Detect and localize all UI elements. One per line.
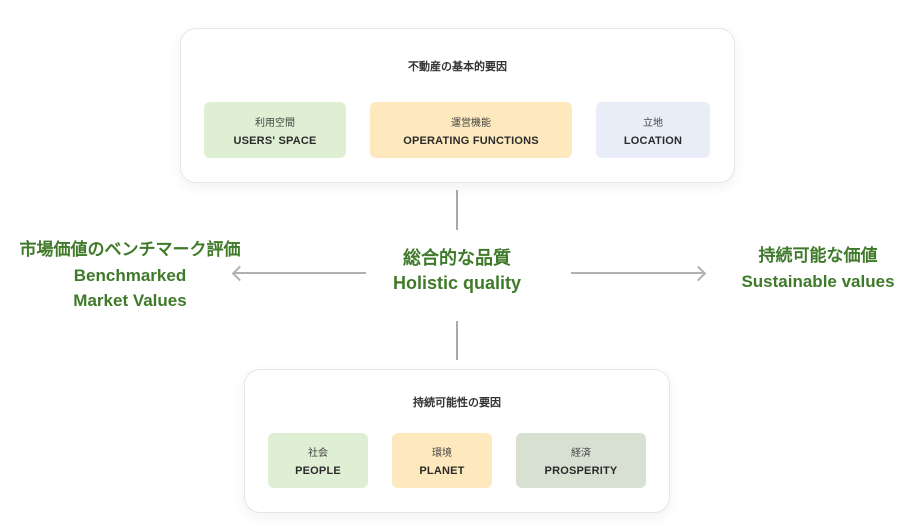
- users-space-en-label: USERS' SPACE: [233, 134, 317, 147]
- right-arrow-head-icon: [690, 265, 707, 282]
- users-space-jp-label: 利用空間: [255, 117, 295, 129]
- sustainable-values-jp: 持続可能な価値: [758, 246, 878, 266]
- bottom-connector-line: [456, 321, 458, 360]
- right-arrow-line: [571, 272, 703, 274]
- holistic-quality-en: Holistic quality: [392, 273, 522, 293]
- planet-chip: 環境 PLANET: [392, 433, 492, 488]
- sustainability-factors-title: 持続可能性の要因: [413, 396, 501, 409]
- operating-functions-jp-label: 運営機能: [451, 117, 491, 129]
- holistic-quality-label: 総合的な品質 Holistic quality: [370, 246, 544, 296]
- benchmarked-en-line2: Market Values: [73, 291, 187, 310]
- planet-en-label: PLANET: [419, 465, 465, 477]
- left-arrow-line: [234, 272, 366, 274]
- prosperity-chip: 経済 PROSPERITY: [516, 433, 646, 488]
- planet-jp-label: 環境: [432, 448, 452, 459]
- sustainable-values-label: 持続可能な価値 Sustainable values: [722, 244, 914, 294]
- sustainability-factors-panel: 持続可能性の要因 社会 PEOPLE 環境 PLANET 経済 PROSPERI…: [244, 369, 670, 513]
- operating-functions-chip: 運営機能 OPERATING FUNCTIONS: [370, 102, 572, 158]
- users-space-chip: 利用空間 USERS' SPACE: [204, 102, 346, 158]
- benchmarked-en-line1: Benchmarked: [73, 266, 187, 285]
- location-chip: 立地 LOCATION: [596, 102, 710, 158]
- location-jp-label: 立地: [643, 117, 663, 129]
- benchmarked-jp: 市場価値のベンチマーク評価: [19, 240, 241, 260]
- people-en-label: PEOPLE: [295, 465, 341, 477]
- operating-functions-en-label: OPERATING FUNCTIONS: [403, 134, 539, 147]
- prosperity-jp-label: 経済: [571, 448, 591, 459]
- prosperity-en-label: PROSPERITY: [544, 465, 618, 477]
- people-jp-label: 社会: [308, 448, 328, 459]
- benchmarked-market-values-label: 市場価値のベンチマーク評価 Benchmarked Market Values: [0, 238, 260, 313]
- fundamental-factors-panel: 不動産の基本的要因 利用空間 USERS' SPACE 運営機能 OPERATI…: [180, 28, 735, 183]
- location-en-label: LOCATION: [623, 134, 683, 147]
- top-connector-line: [456, 190, 458, 230]
- people-chip: 社会 PEOPLE: [268, 433, 368, 488]
- sustainable-values-en: Sustainable values: [741, 272, 895, 291]
- fundamental-factors-title: 不動産の基本的要因: [408, 60, 507, 73]
- holistic-quality-jp: 総合的な品質: [403, 248, 511, 269]
